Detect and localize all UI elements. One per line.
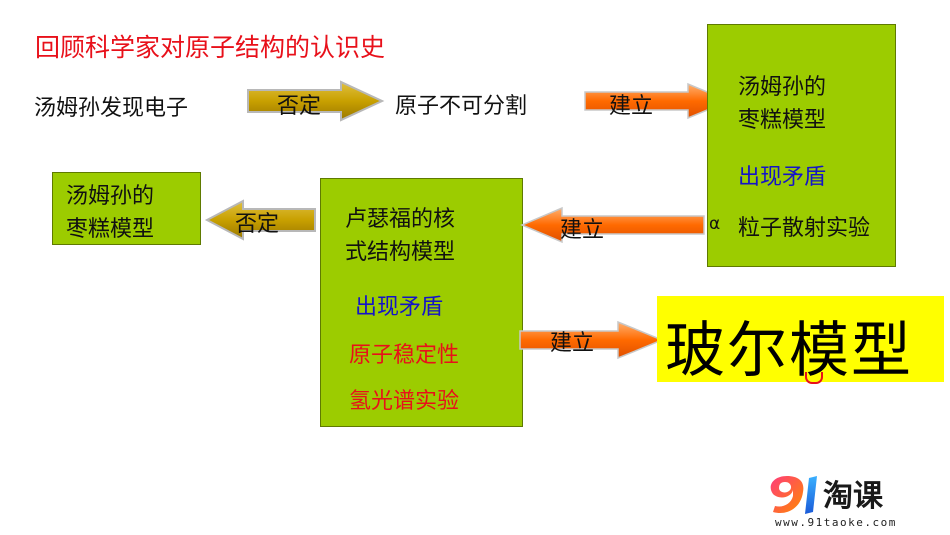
red-mark-decoration bbox=[805, 372, 823, 384]
thomson-discovers-electron-text: 汤姆孙发现电子 bbox=[34, 96, 189, 121]
page-title: 回顾科学家对原子结构的认识史 bbox=[35, 33, 386, 62]
negate-arrow-1 bbox=[247, 80, 385, 122]
atom-indivisible-text: 原子不可分割 bbox=[395, 94, 528, 119]
thomson-small-line1: 汤姆孙的 bbox=[66, 184, 155, 209]
establish-label-2: 建立 bbox=[560, 218, 605, 243]
svg-text:www.91taoke.com: www.91taoke.com bbox=[775, 516, 897, 529]
rutherford-line2: 式结构模型 bbox=[345, 240, 456, 265]
establish-label-3: 建立 bbox=[550, 331, 595, 356]
thomson-model-small-box: 汤姆孙的 枣糕模型 bbox=[52, 172, 201, 245]
establish-arrow-2 bbox=[520, 206, 705, 244]
logo-icon: 淘课 www.91taoke.com bbox=[770, 476, 897, 529]
thomson-small-line2: 枣糕模型 bbox=[66, 217, 155, 242]
alpha-symbol: α bbox=[709, 214, 721, 234]
rutherford-line1: 卢瑟福的核 bbox=[345, 207, 456, 232]
bohr-model-box: 玻尔模型 bbox=[657, 296, 944, 386]
establish-arrow-3 bbox=[519, 320, 664, 360]
thomson-box-line2: 枣糕模型 bbox=[738, 108, 827, 133]
rutherford-contradiction: 出现矛盾 bbox=[355, 295, 444, 320]
alpha-scattering-experiment-text: 粒子散射实验 bbox=[738, 216, 871, 241]
thomson-box-line1: 汤姆孙的 bbox=[738, 75, 827, 100]
thomson-model-box: 汤姆孙的 枣糕模型 出现矛盾 bbox=[707, 24, 896, 267]
bohr-model-text: 玻尔模型 bbox=[665, 316, 913, 386]
svg-text:淘课: 淘课 bbox=[823, 479, 884, 514]
negate-label-2: 否定 bbox=[235, 212, 280, 237]
thomson-box-contradiction: 出现矛盾 bbox=[738, 165, 827, 190]
91taoke-logo: 淘课 www.91taoke.com bbox=[765, 470, 935, 530]
rutherford-model-box: 卢瑟福的核 式结构模型 出现矛盾 原子稳定性 氢光谱实验 bbox=[320, 178, 523, 427]
negate-arrow-2 bbox=[204, 199, 316, 241]
atomic-stability-text: 原子稳定性 bbox=[349, 343, 460, 368]
negate-label-1: 否定 bbox=[277, 94, 322, 119]
hydrogen-spectrum-text: 氢光谱实验 bbox=[349, 389, 460, 414]
establish-label-1: 建立 bbox=[609, 94, 654, 119]
